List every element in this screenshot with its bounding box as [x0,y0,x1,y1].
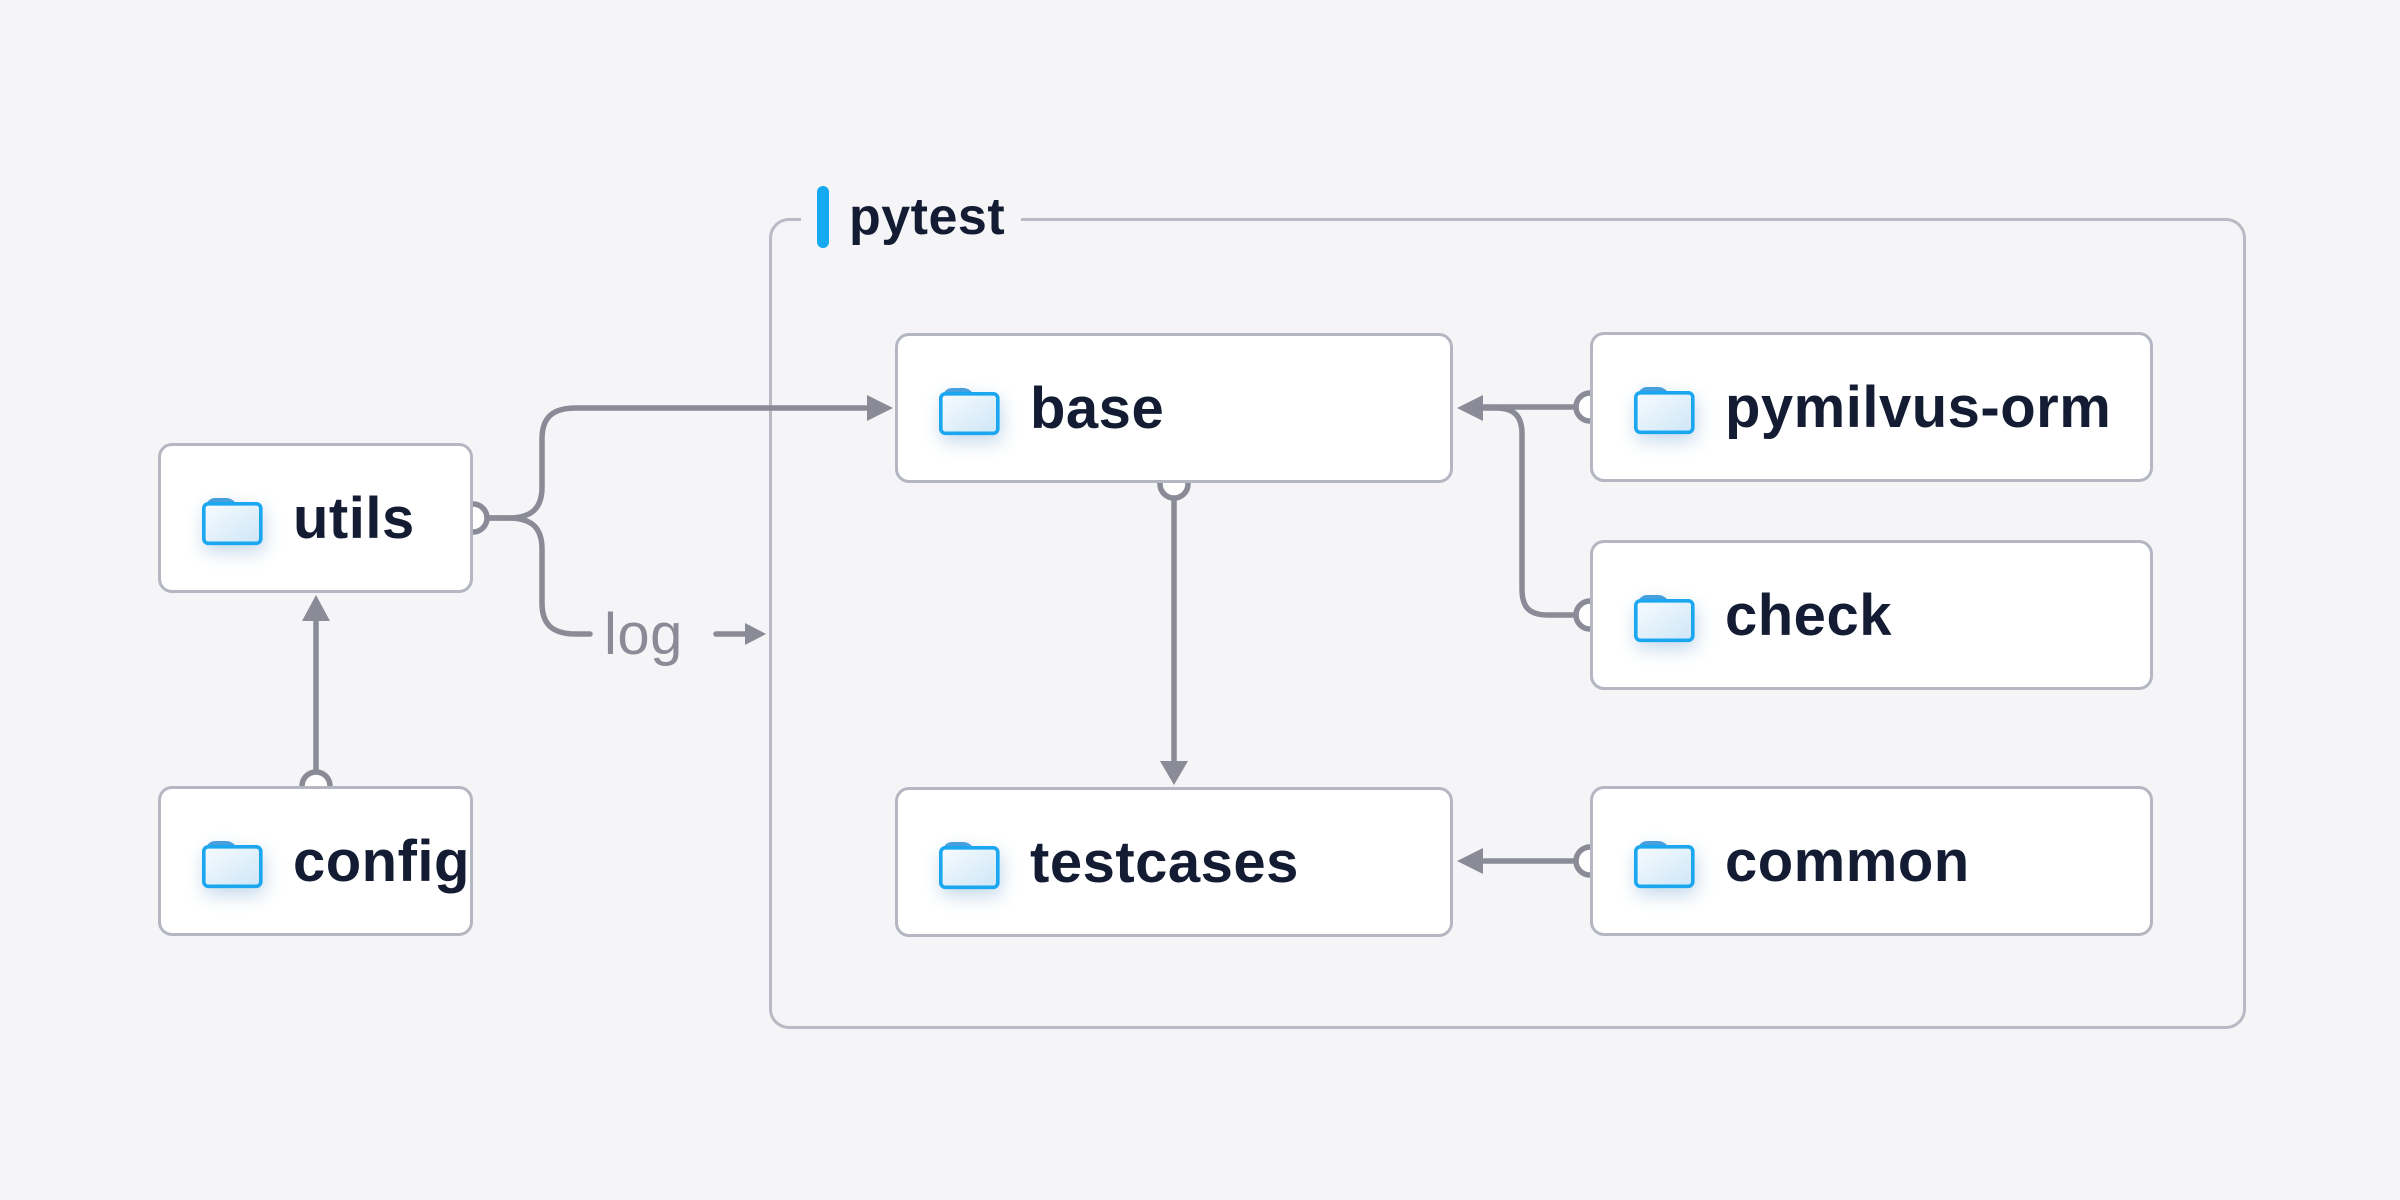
node-config-label: config [293,828,470,894]
node-testcases-label: testcases [1030,829,1299,895]
folder-icon [1631,833,1697,889]
log-edge-label: log [604,602,683,667]
node-utils-label: utils [293,485,415,551]
pytest-group-container [769,218,2246,1029]
node-pymilvus-orm: pymilvus-orm [1590,332,2153,482]
node-testcases: testcases [895,787,1453,937]
node-utils: utils [158,443,473,593]
folder-icon [936,834,1002,890]
arrowhead-into-utils [302,595,330,621]
pytest-group-label: pytest [801,181,1022,253]
folder-icon [199,490,265,546]
folder-icon [1631,587,1697,643]
node-check: check [1590,540,2153,690]
accent-bar [817,186,829,248]
folder-icon [1631,379,1697,435]
node-pymilvus-orm-label: pymilvus-orm [1725,374,2112,440]
node-check-label: check [1725,582,1892,648]
edge-utils-to-log [485,515,593,637]
pytest-group-label-text: pytest [849,188,1006,246]
node-base-label: base [1030,375,1165,441]
log-arrowhead-icon [745,623,766,645]
node-common: common [1590,786,2153,936]
folder-icon [199,833,265,889]
node-common-label: common [1725,828,1970,894]
node-config: config [158,786,473,936]
folder-icon [936,380,1002,436]
node-base: base [895,333,1453,483]
